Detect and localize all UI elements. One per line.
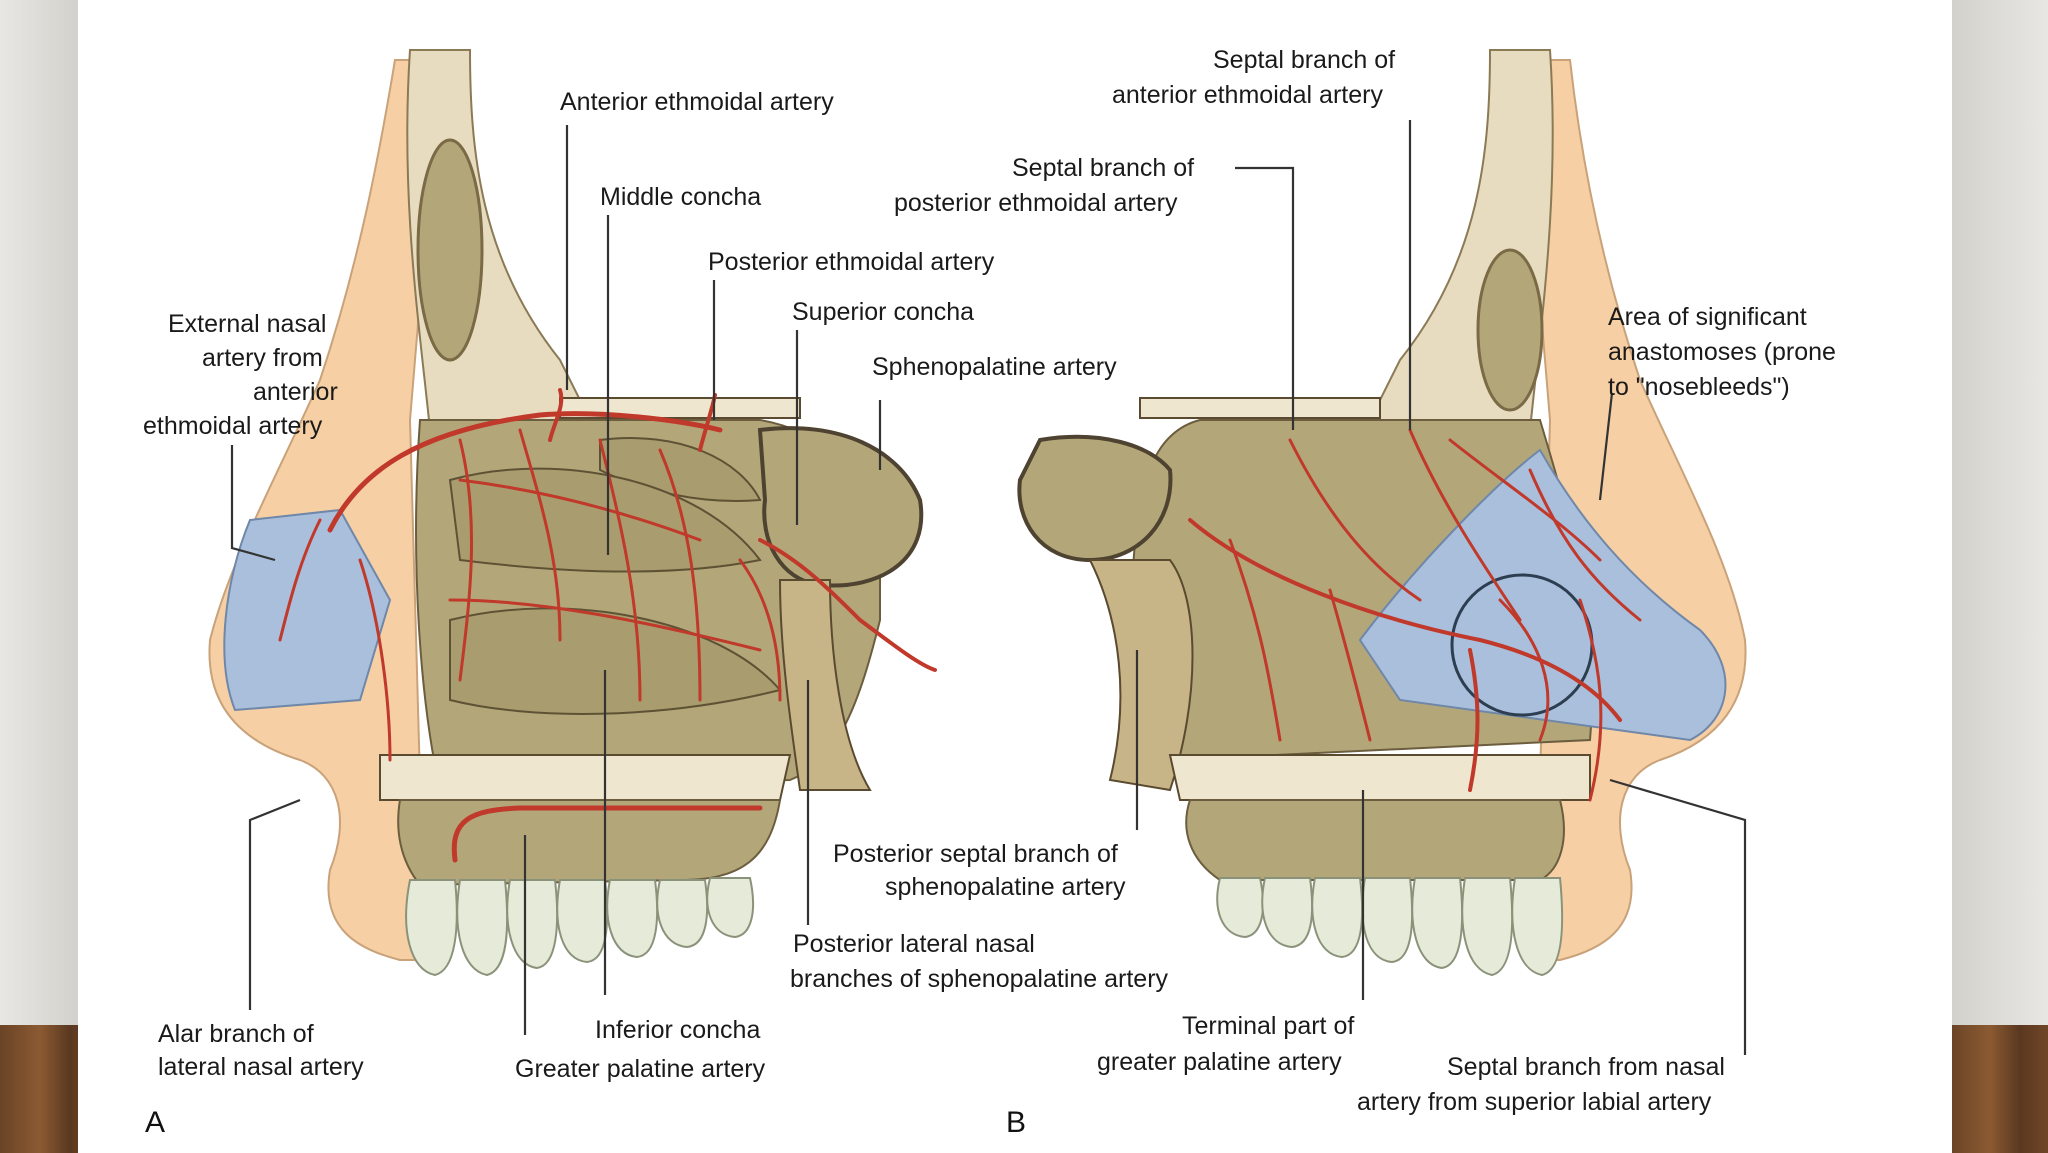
labels: Anterior ethmoidal artery Middle concha … bbox=[143, 46, 1836, 1139]
panel-b-hard-palate bbox=[1168, 754, 1591, 801]
panel-a-teeth bbox=[405, 877, 754, 977]
label-superior-concha: Superior concha bbox=[792, 298, 974, 326]
label-anterior-ethmoidal-artery: Anterior ethmoidal artery bbox=[560, 88, 834, 116]
panel-b-vomer bbox=[1088, 559, 1194, 792]
label-septal-labial-line1: Septal branch from nasal bbox=[1447, 1053, 1725, 1081]
panel-b-teeth bbox=[1216, 877, 1564, 977]
panel-a-middle-concha bbox=[448, 467, 762, 573]
panel-b-maxilla bbox=[1185, 799, 1565, 881]
label-terminal-palatine-line1: Terminal part of bbox=[1182, 1012, 1354, 1040]
label-alar-branch-line2: lateral nasal artery bbox=[158, 1053, 364, 1081]
label-septal-posterior-line2: posterior ethmoidal artery bbox=[894, 189, 1178, 217]
label-septal-anterior-line1: Septal branch of bbox=[1213, 46, 1395, 74]
panel-a-sphenoid-sinus bbox=[757, 426, 924, 588]
leader-lines bbox=[230, 120, 1747, 1055]
label-external-nasal-line1: External nasal bbox=[168, 310, 326, 338]
label-alar-branch-line1: Alar branch of bbox=[158, 1020, 314, 1048]
panel-b-sphenoid bbox=[1017, 434, 1173, 563]
label-anastomoses-line2: anastomoses (prone bbox=[1608, 338, 1836, 366]
label-posterior-ethmoidal-artery: Posterior ethmoidal artery bbox=[708, 248, 995, 276]
wall-right bbox=[1952, 0, 2048, 1025]
panel-b-arteries bbox=[1188, 428, 1642, 802]
panel-a-alar-cartilage bbox=[223, 508, 392, 712]
label-anastomoses-line3: to "nosebleeds") bbox=[1608, 373, 1790, 401]
label-posterior-septal-line1: Posterior septal branch of bbox=[833, 840, 1118, 868]
label-anastomoses-line1: Area of significant bbox=[1608, 303, 1807, 331]
label-posterior-lateral-nasal-line2: branches of sphenopalatine artery bbox=[790, 965, 1169, 993]
label-terminal-palatine-line2: greater palatine artery bbox=[1097, 1048, 1342, 1076]
panel-a-frontal-sinus bbox=[416, 138, 484, 362]
panel-b-illustration bbox=[1017, 49, 1747, 977]
panel-label-b: B bbox=[1006, 1106, 1026, 1139]
label-septal-posterior-line1: Septal branch of bbox=[1012, 154, 1194, 182]
label-external-nasal-line3: anterior bbox=[253, 378, 338, 406]
label-external-nasal-line2: artery from bbox=[202, 344, 323, 372]
panel-b-cribriform-plate bbox=[1139, 397, 1381, 419]
panel-a-pterygoid-plate bbox=[778, 579, 872, 791]
label-posterior-septal-line2: sphenopalatine artery bbox=[885, 873, 1126, 901]
label-external-nasal-line4: ethmoidal artery bbox=[143, 412, 323, 440]
panel-a-illustration bbox=[208, 49, 937, 977]
label-posterior-lateral-nasal-line1: Posterior lateral nasal bbox=[793, 930, 1035, 958]
panel-a-arteries bbox=[278, 388, 937, 863]
label-middle-concha: Middle concha bbox=[600, 183, 761, 211]
label-sphenopalatine-artery: Sphenopalatine artery bbox=[872, 353, 1117, 381]
label-septal-anterior-line2: anterior ethmoidal artery bbox=[1112, 81, 1383, 109]
panel-a-hard-palate bbox=[379, 754, 792, 801]
panel-a-skin bbox=[208, 59, 442, 961]
panel-b-frontal-sinus bbox=[1476, 248, 1544, 412]
label-septal-labial-line2: artery from superior labial artery bbox=[1357, 1088, 1712, 1116]
label-greater-palatine-artery: Greater palatine artery bbox=[515, 1055, 766, 1083]
panel-label-a: A bbox=[145, 1106, 165, 1139]
wall-left bbox=[0, 0, 78, 1025]
label-inferior-concha: Inferior concha bbox=[595, 1016, 760, 1044]
panel-b-septal-cartilage bbox=[1358, 448, 1727, 742]
